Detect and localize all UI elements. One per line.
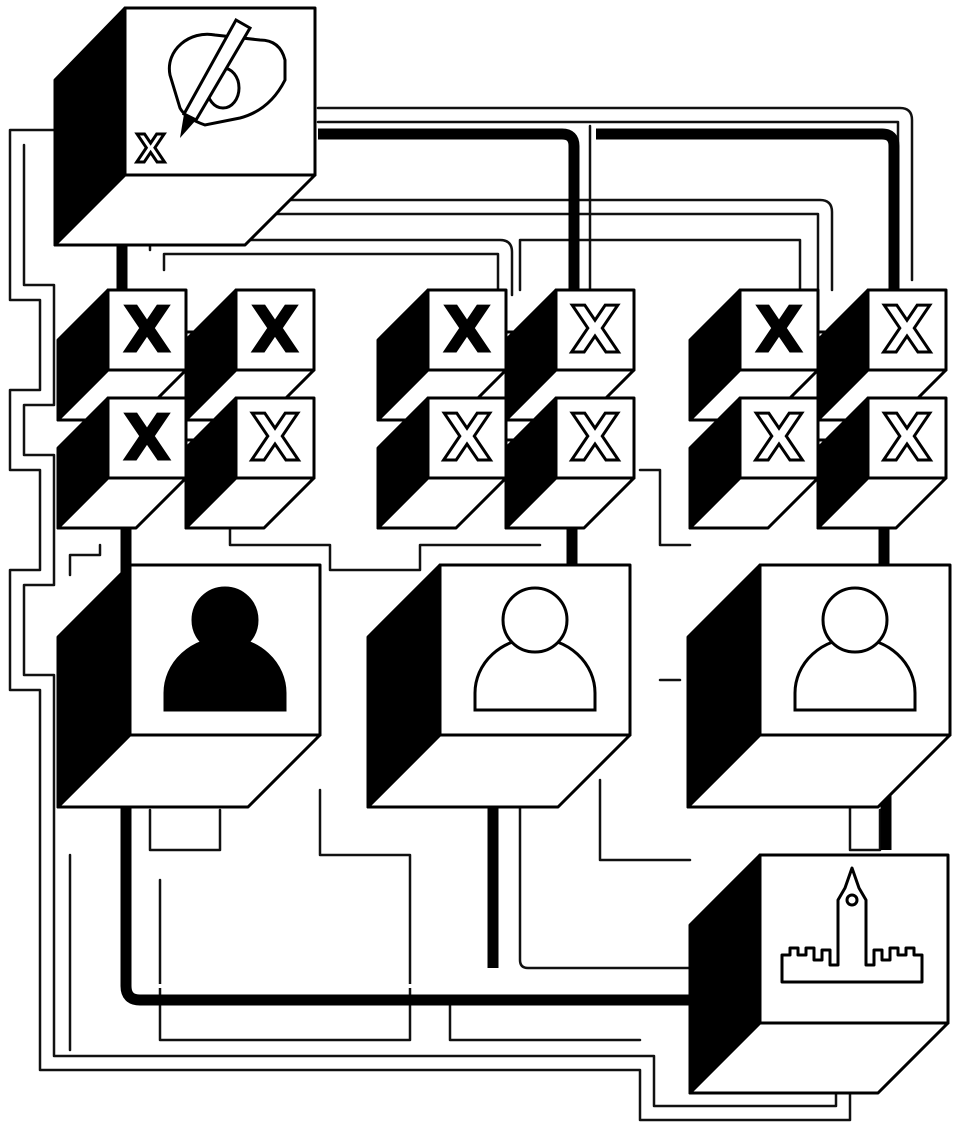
pipe-mid-inner	[270, 214, 818, 290]
parliament-box	[690, 855, 948, 1093]
ballot-mark-x: X	[570, 294, 619, 368]
pipe-lower-a	[70, 545, 100, 575]
candidate-cube-2	[368, 565, 630, 807]
ballot-mark-x: X	[882, 294, 931, 368]
person-head	[503, 588, 567, 652]
pipe-lower-i	[600, 780, 690, 860]
voter-mark: X	[136, 127, 165, 171]
ballot-mark-x: X	[754, 294, 803, 368]
ballot-mark-x: X	[250, 402, 299, 476]
voter-box: X	[55, 8, 315, 245]
ballot-mark-x: X	[442, 294, 491, 368]
ballot-mark-x: X	[442, 402, 491, 476]
pipe-lower-c	[640, 470, 690, 545]
pipe-lower-h	[520, 800, 690, 968]
ballot-mark-x: X	[122, 402, 171, 476]
pipe-mid2-outer	[150, 240, 512, 295]
pipe-c2-outer	[520, 240, 800, 290]
pipe-lower-j	[450, 1000, 640, 1040]
ballot-mark-x: X	[754, 402, 803, 476]
ballot-mark-x: X	[570, 402, 619, 476]
candidate-cube-1	[58, 565, 320, 807]
candidate-grid	[58, 565, 950, 807]
person-head	[193, 588, 257, 652]
ballot-mark-x: X	[122, 294, 171, 368]
ballot-mark-x: X	[250, 294, 299, 368]
ballot-mark-x: X	[882, 402, 931, 476]
person-head	[823, 588, 887, 652]
candidate-cube-3	[688, 565, 950, 807]
pipe-lower-e	[150, 810, 220, 850]
